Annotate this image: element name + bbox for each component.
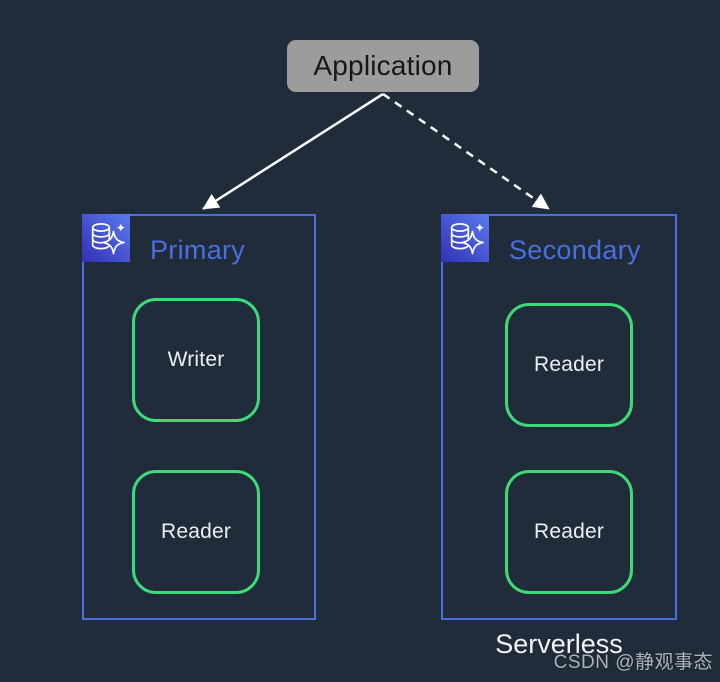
writer-node: Writer [132, 298, 260, 422]
dashed-arrow [382, 92, 550, 211]
application-box: Application [287, 40, 479, 92]
primary-cluster-title: Primary [150, 235, 246, 265]
application-label: Application [313, 50, 453, 81]
csdn-watermark: CSDN @静观事态 [553, 652, 713, 673]
secondary-cluster-title: Secondary [509, 235, 641, 265]
reader-node: Reader [505, 470, 633, 594]
reader-node-label: Reader [533, 353, 605, 376]
aurora-database-sparkle-icon [441, 214, 489, 262]
writer-node-label: Writer [167, 348, 225, 371]
aurora-database-sparkle-icon [82, 214, 130, 262]
reader-node-label: Reader [533, 520, 605, 543]
secondary-cluster: Secondary Reader Reader [441, 214, 677, 620]
reader-node: Reader [132, 470, 260, 594]
reader-node-label: Reader [160, 520, 232, 543]
reader-node: Reader [505, 303, 633, 427]
primary-cluster: Primary Writer Reader [82, 214, 316, 620]
solid-arrow [202, 92, 384, 211]
serverless-caption: Serverless [495, 629, 623, 659]
